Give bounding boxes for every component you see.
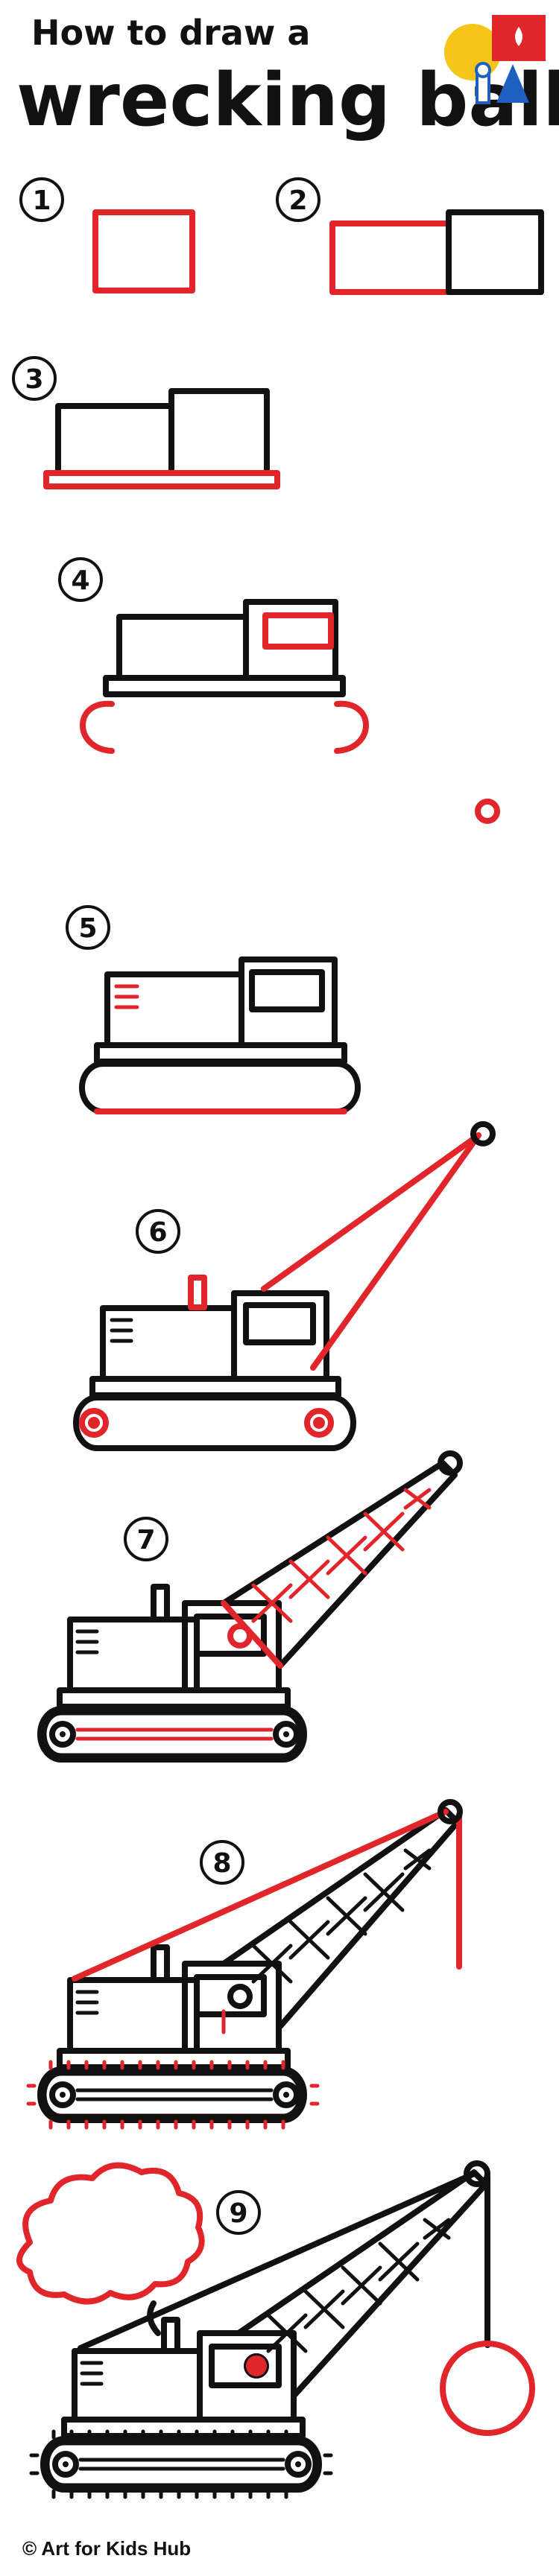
step-8-number: 8 <box>212 1848 231 1879</box>
step-2-drawing <box>329 209 544 295</box>
step-6-drawing <box>73 1121 496 1451</box>
step-4-drawing <box>80 599 500 824</box>
step-number-circles <box>12 177 320 2235</box>
step-2-number: 2 <box>288 185 307 216</box>
art-for-kids-hub-logo-icon <box>444 15 546 104</box>
footer-credit: © Art for Kids Hub <box>22 2537 191 2560</box>
title-line-1: How to draw a <box>31 13 310 53</box>
step-3-drawing <box>43 388 280 489</box>
step-4-number: 4 <box>71 565 89 596</box>
step-5-number: 5 <box>78 913 97 944</box>
step-7-drawing <box>37 1450 463 1763</box>
step-1-number: 1 <box>32 185 51 216</box>
step-1-drawing <box>92 209 195 294</box>
step-9-drawing <box>16 2160 535 2499</box>
step-3-number: 3 <box>25 364 43 395</box>
step-7-number: 7 <box>136 1525 155 1555</box>
step-5-drawing <box>79 957 361 1114</box>
step-8-drawing <box>26 1799 463 2130</box>
step-6-number: 6 <box>148 1217 167 1248</box>
step-9-number: 9 <box>229 2198 247 2229</box>
